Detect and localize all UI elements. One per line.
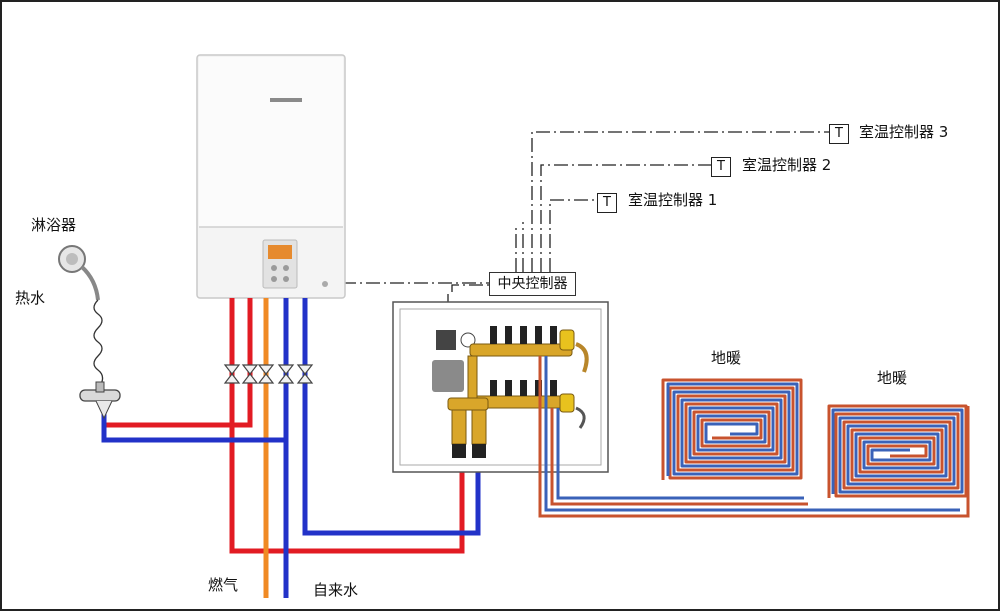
shower-label: 淋浴器	[31, 216, 77, 234]
valve-icon	[223, 364, 314, 384]
hot-water-label: 热水	[15, 289, 46, 307]
floor-heating-label-1: 地暖	[711, 349, 742, 367]
mixing-valve-icon	[79, 381, 121, 420]
boiler-pipes	[101, 298, 481, 598]
shower-head-icon	[58, 245, 104, 387]
thermostat-2-icon: T	[711, 157, 731, 177]
manifold-cabinet	[392, 301, 609, 473]
thermostat-3-label: 室温控制器 3	[859, 123, 949, 141]
loop-feed-pipes	[538, 356, 970, 518]
floor-heating-loop-2	[827, 404, 968, 498]
gas-label: 燃气	[208, 576, 239, 594]
wall-boiler-icon	[196, 54, 346, 299]
tap-water-label: 自来水	[313, 581, 359, 599]
thermostat-2-label: 室温控制器 2	[742, 156, 832, 174]
thermostat-1-label: 室温控制器 1	[628, 191, 718, 209]
floor-heating-label-2: 地暖	[877, 369, 908, 387]
floor-heating-loop-1	[661, 378, 803, 480]
thermostat-1-icon: T	[597, 193, 617, 213]
thermostat-3-icon: T	[829, 124, 849, 144]
signal-lines	[342, 131, 830, 302]
central-controller-box: 中央控制器	[489, 272, 576, 296]
